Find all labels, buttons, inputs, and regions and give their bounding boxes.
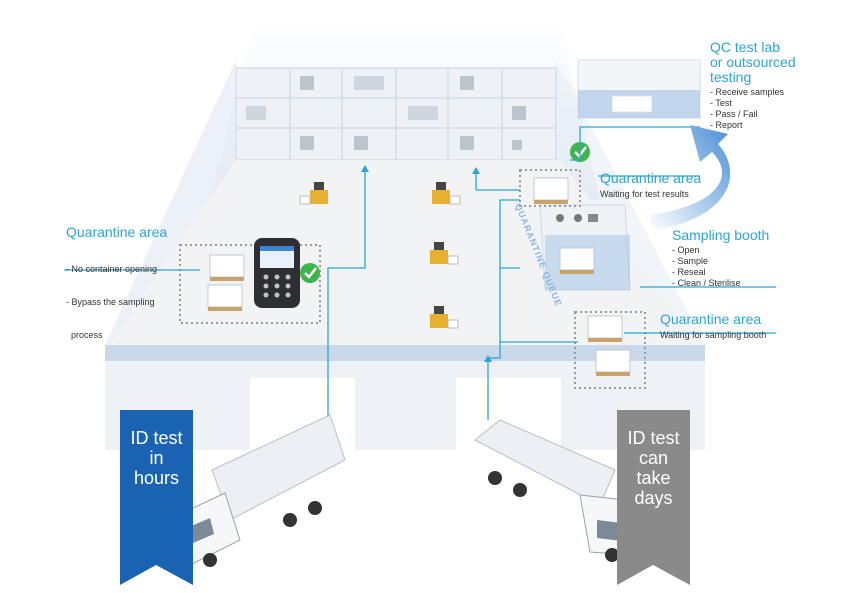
forklifts (299, 182, 461, 329)
sampling-booth-item: - Reseal (672, 267, 706, 277)
pallets (207, 177, 631, 373)
banner-fast-text: ID test in hours (120, 428, 193, 488)
curved-return-arrow (650, 125, 731, 230)
banner-fast-line: in (149, 448, 164, 468)
qc-lab-item: - Report (710, 120, 743, 130)
banner-slow-line: can (638, 448, 669, 468)
truck-left (177, 414, 346, 567)
storage-racks (235, 67, 557, 161)
banner-slow-line: take (636, 468, 671, 488)
quarantine-test-label: Quarantine area Waiting for test results (600, 171, 701, 200)
banner-slow (617, 410, 690, 585)
flow-arrowheads (361, 165, 492, 362)
sampling-booth-label: Sampling booth - Open - Sample - Reseal … (672, 228, 769, 289)
quarantine-left-item: - No container opening (66, 264, 158, 274)
quarantine-booth-title: Quarantine area (660, 311, 762, 327)
front-wall (105, 345, 705, 450)
flow-lines (64, 126, 776, 420)
sampling-booth-item: - Open (672, 245, 700, 255)
banner-slow-line: days (634, 488, 673, 508)
banner-slow-text: ID test can take days (617, 428, 690, 508)
qc-lab-box (577, 59, 701, 119)
qc-lab-item: - Test (710, 98, 732, 108)
quarantine-left-zone (179, 244, 321, 324)
sampling-booth-item: - Sample (672, 256, 709, 266)
right-beam (556, 60, 705, 345)
quarantine-left-item: - Bypass the sampling (66, 297, 155, 307)
handheld-scanner (254, 238, 300, 308)
quarantine-left-title: Quarantine area (66, 224, 168, 240)
sampling-booth-title: Sampling booth (672, 227, 770, 243)
sampling-booth-item: - Clean / Sterilise (672, 278, 741, 288)
quarantine-test-title: Quarantine area (600, 170, 702, 186)
left-beam (105, 60, 236, 345)
quarantine-booth-zone (574, 311, 646, 389)
quarantine-booth-label: Quarantine area Waiting for sampling boo… (660, 312, 766, 341)
banner-fast-line: ID test (130, 428, 183, 448)
check-icon-scanner (300, 263, 320, 283)
quarantine-test-zone (519, 169, 581, 207)
quarantine-booth-subtitle: Waiting for sampling booth (660, 330, 767, 340)
qc-lab-label: QC test lab or outsourced testing - Rece… (710, 40, 796, 131)
quarantine-test-subtitle: Waiting for test results (600, 189, 689, 199)
quarantine-left-label: Quarantine area - No container opening -… (66, 225, 167, 363)
qc-lab-title-1: QC test lab (710, 39, 781, 55)
banner-fast-line: hours (133, 468, 180, 488)
qc-lab-item: - Pass / Fail (710, 109, 758, 119)
qc-lab-item: - Receive samples (710, 87, 785, 97)
pallet-bases (208, 200, 630, 376)
quarantine-left-item: process (66, 330, 103, 340)
banner-slow-line: ID test (627, 428, 680, 448)
qc-lab-title-3: testing (710, 69, 752, 85)
banner-fast (120, 410, 193, 585)
qc-lab-title-2: or outsourced (710, 54, 796, 70)
